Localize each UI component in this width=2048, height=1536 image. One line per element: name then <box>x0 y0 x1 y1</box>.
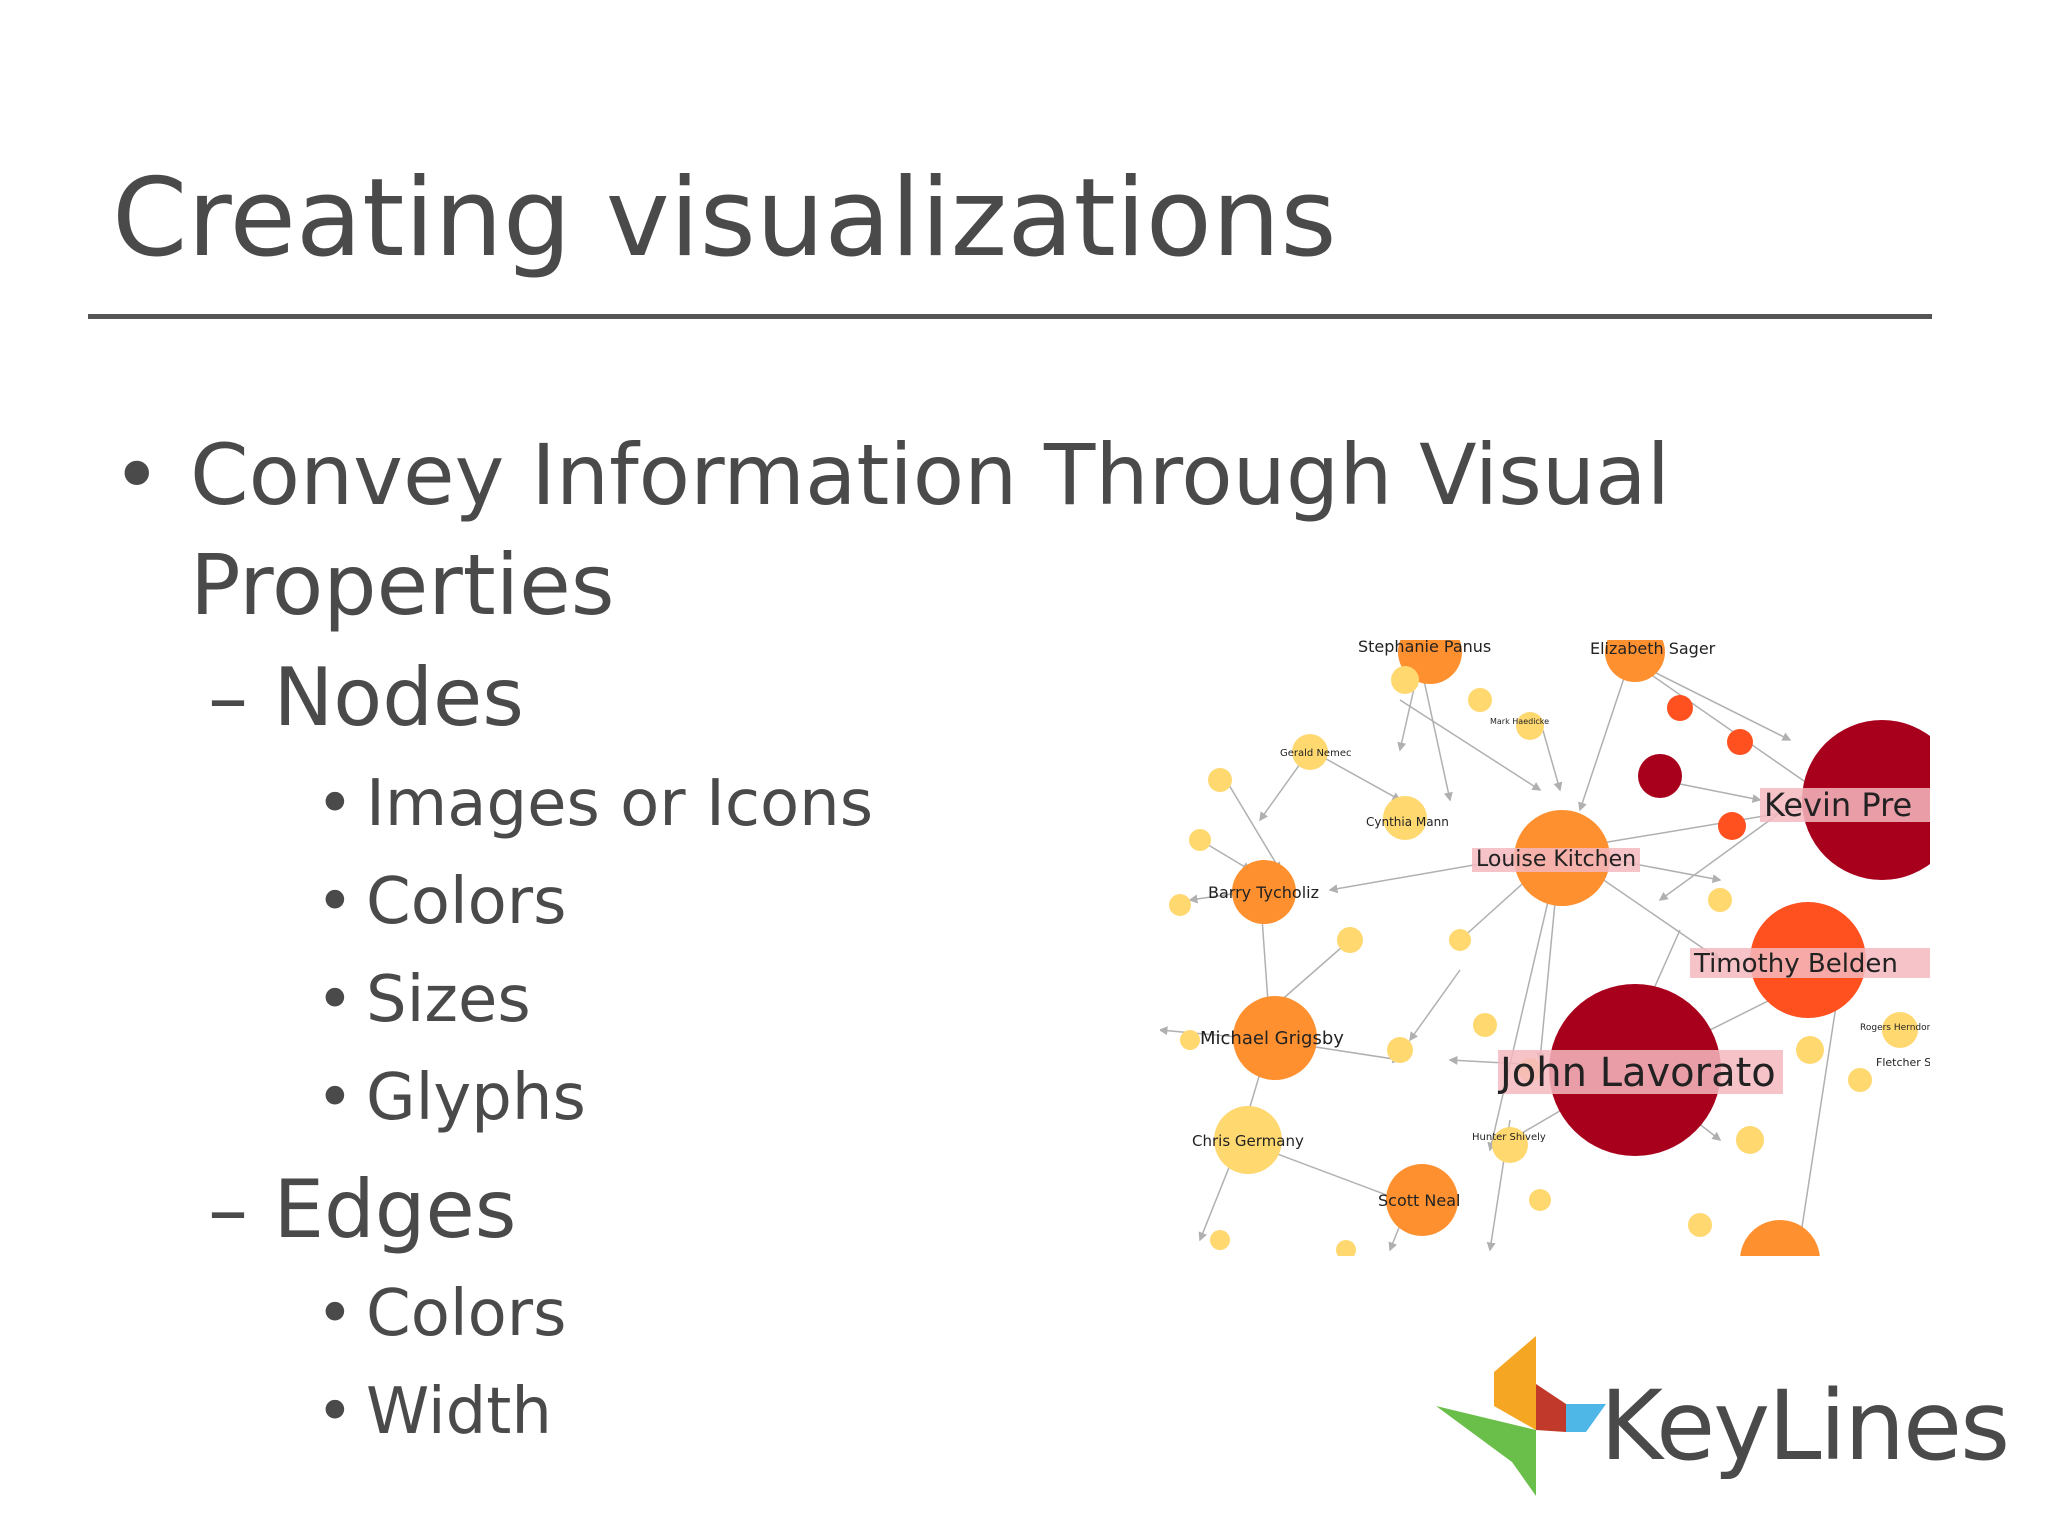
bullet-marker: • <box>316 1277 354 1351</box>
slide-title: Creating visualizations <box>112 156 1337 281</box>
list-item-text: Width <box>366 1375 552 1449</box>
node-label: Chris Germany <box>1192 1132 1304 1150</box>
bullet-marker: • <box>316 1375 354 1449</box>
list-item-text: Images or Icons <box>366 767 874 841</box>
bullet-marker: • <box>316 865 354 939</box>
node-label: Barry Tycholiz <box>1208 883 1319 902</box>
node-label: Gerald Nemec <box>1280 748 1351 759</box>
section-heading-text: Edges <box>273 1163 517 1256</box>
bullet-marker: • <box>316 963 354 1037</box>
main-point-text: Convey Information Through Visual Proper… <box>190 426 1670 634</box>
node-label: Timothy Belden <box>1693 949 1898 979</box>
keylines-logo-text: KeyLines <box>1600 1370 2010 1482</box>
node-label: Fletcher Stu <box>1876 1056 1930 1069</box>
section-heading-nodes: – Nodes <box>208 648 524 748</box>
node-label: Mark Haedicke <box>1490 717 1549 726</box>
dash-marker: – <box>208 651 248 744</box>
bullet-marker: • <box>316 1061 354 1135</box>
node-label: Rogers Herndon <box>1860 1023 1930 1033</box>
list-item-text: Sizes <box>366 963 531 1037</box>
node-label: Stephanie Panus <box>1358 640 1491 656</box>
list-item-text: Colors <box>366 1277 567 1351</box>
node-label: Cynthia Mann <box>1366 815 1449 829</box>
bullet-marker: • <box>112 426 162 524</box>
logo-green-shape <box>1436 1406 1536 1496</box>
logo-red-shape <box>1536 1384 1566 1432</box>
logo-orange-shape <box>1494 1336 1536 1430</box>
node-label: Louise Kitchen <box>1476 847 1636 872</box>
node-label: Elizabeth Sager <box>1590 640 1716 658</box>
node-label: Michael Grigsby <box>1200 1028 1344 1049</box>
node-label: John Lavorato <box>1497 1050 1776 1096</box>
dash-marker: – <box>208 1163 248 1256</box>
list-item-text: Colors <box>366 865 567 939</box>
graph-labels: Stephanie Panus Elizabeth Sager Gerald N… <box>1192 640 1930 1210</box>
title-divider <box>88 314 1932 319</box>
section-heading-edges: – Edges <box>208 1160 516 1260</box>
node-label: Scott Neal <box>1378 1191 1460 1210</box>
network-graph-image: Stephanie Panus Elizabeth Sager Gerald N… <box>1160 640 1930 1256</box>
bullet-marker: • <box>316 767 354 841</box>
section-heading-text: Nodes <box>273 651 524 744</box>
node-label: Hunter Shively <box>1472 1132 1546 1143</box>
node-label: Kevin Pre <box>1764 786 1912 824</box>
logo-blue-shape <box>1566 1404 1606 1432</box>
keylines-logo <box>1436 1336 1606 1496</box>
list-item-text: Glyphs <box>366 1061 586 1135</box>
